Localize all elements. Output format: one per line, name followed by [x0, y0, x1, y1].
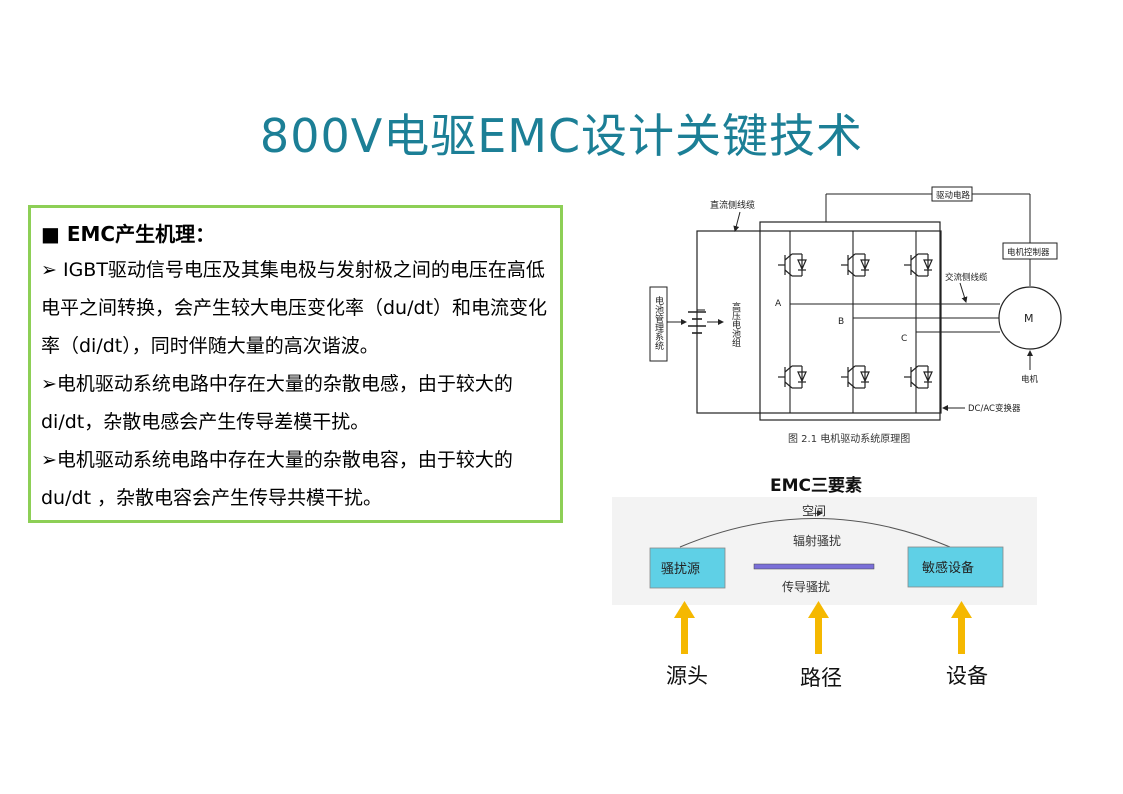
- radiated-label: 辐射骚扰: [793, 533, 841, 548]
- node-a-label: A: [775, 299, 782, 309]
- mechanism-heading: ■ EMC产生机理：: [41, 222, 216, 246]
- conducted-path-bar: [753, 563, 875, 570]
- igbt-lower-b: [840, 365, 870, 389]
- converter-label: DC/AC变换器: [968, 403, 1021, 414]
- arrow-label-source: 源头: [666, 664, 708, 688]
- igbt-lower-c: [903, 365, 933, 389]
- mechanism-paragraph-1: ➢ IGBT驱动信号电压及其集电极与发射极之间的电压在高低电平之间转换，会产生较…: [41, 259, 548, 357]
- igbt-lower-a: [777, 365, 807, 389]
- dc-cable-label: 直流侧线缆: [710, 199, 755, 211]
- emc-title: EMC三要素: [770, 476, 862, 496]
- circuit-caption: 图 2.1 电机驱动系统原理图: [788, 432, 910, 445]
- node-c-label: C: [901, 334, 907, 344]
- battery-system-box: [649, 286, 668, 362]
- arrow-label-device: 设备: [946, 664, 988, 688]
- drive-circuit-label: 驱动电路: [936, 190, 971, 201]
- disturbance-source-label: 骚扰源: [661, 562, 700, 577]
- mechanism-paragraph-3: ➢电机驱动系统电路中存在大量的杂散电容，由于较大的 du/dt ，杂散电容会产生…: [41, 449, 513, 509]
- igbt-upper-a: [777, 253, 807, 277]
- emc-three-elements: EMC三要素 空间 辐射骚扰 传导骚扰 骚扰源 敏感设备 源头 路径 设备: [612, 476, 1037, 690]
- up-arrow-icon: [808, 601, 829, 654]
- disturbance-source-box: [649, 547, 726, 589]
- igbt-upper-b: [840, 253, 870, 277]
- space-label: 空间: [802, 504, 826, 518]
- up-arrow-icon: [951, 601, 972, 654]
- motor-symbol: [998, 286, 1062, 350]
- mechanism-paragraph-2: ➢电机驱动系统电路中存在大量的杂散电感，由于较大的 di/dt，杂散电感会产生传…: [41, 373, 513, 433]
- arrow-label-path: 路径: [800, 666, 842, 690]
- sensitive-device-label: 敏感设备: [922, 560, 974, 576]
- sensitive-device-box: [907, 546, 1004, 588]
- ac-cable-label: 交流侧线缆: [945, 272, 988, 283]
- igbt-upper-c: [903, 253, 933, 277]
- emc-mechanism-box: ■ EMC产生机理： ➢ IGBT驱动信号电压及其集电极与发射极之间的电压在高低…: [28, 205, 563, 523]
- motor-drive-circuit: A B C 电池管理系统 高压电池组 直流侧线缆 驱动电路 电机控制器 交流侧线…: [649, 186, 1062, 445]
- motor-m-label: M: [1024, 312, 1034, 325]
- battery-system-label: 电池管理系统: [653, 295, 664, 351]
- node-b-label: B: [838, 317, 844, 327]
- up-arrow-icon: [674, 601, 695, 654]
- page-title: 800V电驱EMC设计关键技术: [259, 109, 864, 163]
- conducted-label: 传导骚扰: [782, 579, 830, 594]
- inverter-frame: [759, 221, 941, 421]
- motor-controller-label: 电机控制器: [1007, 247, 1050, 258]
- motor-label: 电机: [1021, 374, 1039, 385]
- hv-battery-label: 高压电池组: [730, 301, 741, 347]
- dc-bus-frame: [696, 230, 942, 414]
